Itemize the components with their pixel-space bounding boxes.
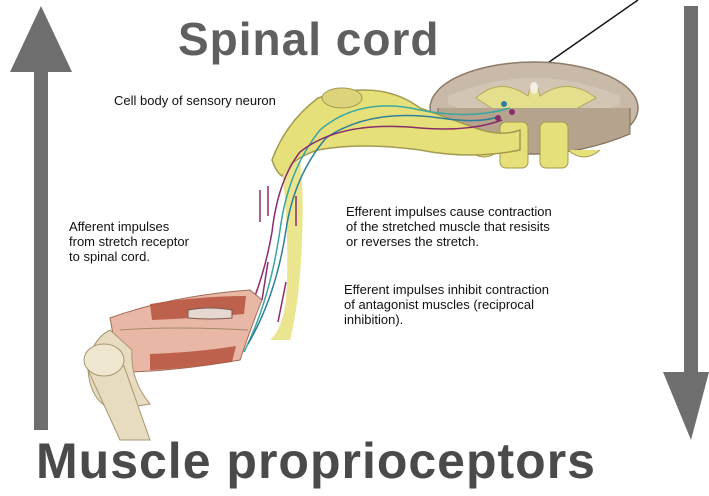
cell-body-label: Cell body of sensory neuron <box>114 93 276 108</box>
afferent-impulses-label: Afferent impulses from stretch receptor … <box>69 219 269 264</box>
efferent-inhibit-label: Efferent impulses inhibit contraction of… <box>344 282 674 327</box>
spinal-cord-title: Spinal cord <box>178 12 439 66</box>
muscle-proprioceptors-title: Muscle proprioceptors <box>36 432 596 490</box>
up-arrow-icon <box>10 6 72 430</box>
leg-illustration <box>84 290 262 440</box>
efferent-contraction-label: Efferent impulses cause contraction of t… <box>346 204 676 249</box>
